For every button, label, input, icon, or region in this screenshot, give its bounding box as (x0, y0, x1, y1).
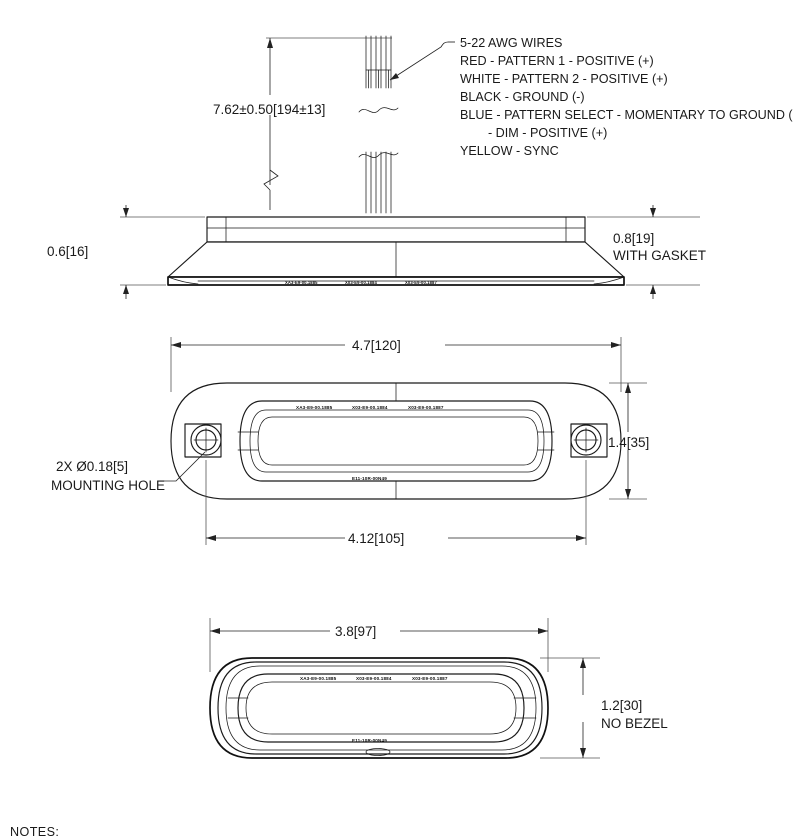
bottom-part-mark-3: X03-E9-00.1887 (412, 676, 448, 681)
lens-length-dimension: 3.8[97] (209, 618, 549, 672)
wire-callout-line-4: BLUE - PATTERN SELECT - MOMENTARY TO GRO… (460, 108, 793, 122)
mounting-hole-right (570, 423, 608, 458)
wire-callout-text-block: 5-22 AWG WIRES RED - PATTERN 1 - POSITIV… (460, 36, 793, 158)
overall-length-dim-label: 4.7[120] (352, 338, 401, 353)
wire-bundle-lower (358, 151, 399, 214)
length-arrowhead-left (171, 342, 181, 348)
gasket-height-dim-note: WITH GASKET (613, 248, 706, 263)
wire-callout-line-3: BLACK - GROUND (-) (460, 90, 585, 104)
leader-diagonal (389, 41, 449, 81)
gasket-height-dim-label: 0.8[19] (613, 231, 654, 246)
overall-length-dimension: 4.7[120] (170, 337, 622, 392)
side-dim-arrowhead-top (123, 208, 129, 217)
mount-callout-line-1: 2X Ø0.18[5] (56, 459, 128, 474)
notes-header: NOTES: (10, 825, 59, 838)
bottom-lens-face (245, 681, 517, 735)
side-part-mark-1: XA3-E9-00.1885 (285, 280, 318, 285)
gasket-arc-left (167, 276, 199, 285)
side-upper-body (206, 216, 586, 243)
overall-width-dimension: 1.4[35] (608, 382, 649, 500)
mounting-hole-callout: 2X Ø0.18[5] MOUNTING HOLE (51, 451, 206, 493)
front-view-part-marks-top: XA3-E9-00.1885 X03-E9-00.1884 X03-E9-00.… (296, 405, 444, 410)
side-part-mark-3: X03-E9-00.1887 (405, 280, 437, 285)
wire-callout-heading: 5-22 AWG WIRES (460, 36, 562, 50)
bottom-oval-detail (365, 748, 391, 756)
side-height-dim-label: 0.6[16] (47, 244, 88, 259)
width-arrowhead-bottom (625, 489, 631, 499)
mount-span-dim-label: 4.12[105] (348, 531, 404, 546)
gasket-dim-arrowhead-top (650, 208, 656, 217)
mounting-hole-left (184, 423, 222, 458)
bottom-part-mark-1: XA3-E9-00.1885 (300, 676, 337, 681)
side-height-dimension-right: 0.8[19] WITH GASKET (587, 205, 706, 299)
gasket-arc-right (593, 276, 625, 285)
lens-width-dimension: 1.2[30] NO BEZEL (540, 657, 668, 759)
bottom-lens-view: 3.8[97] XA3-E9-00.1885 X03-E9-00.1884 X0… (209, 618, 668, 759)
side-part-mark-2: X03-E9-00.1884 (345, 280, 377, 285)
front-part-mark-3: X03-E9-00.1887 (408, 405, 444, 410)
wire-callout-line-6: YELLOW - SYNC (460, 144, 559, 158)
overall-width-dim-label: 1.4[35] (608, 435, 649, 450)
bottom-view-part-marks-top: XA3-E9-00.1885 X03-E9-00.1884 X03-E9-00.… (300, 676, 448, 681)
lens-length-dim-label: 3.8[97] (335, 624, 376, 639)
side-dim-arrowhead-bottom (123, 285, 129, 294)
wire-callout-line-1: RED - PATTERN 1 - POSITIVE (+) (460, 54, 654, 68)
wire-callout-leader (389, 41, 455, 81)
wire-callout-line-5: - DIM - POSITIVE (+) (460, 126, 607, 140)
bottom-part-mark-bottom: E11-10R-00N49 (352, 738, 387, 743)
mount-span-arrowhead-left (206, 535, 216, 541)
gasket-dim-arrowhead-bottom (650, 285, 656, 294)
wire-harness-group: 7.62±0.50[194±13] (213, 35, 793, 214)
lens-width-arrowhead-top (580, 658, 586, 668)
bottom-lens-frame (237, 673, 525, 743)
side-height-dimension-left: 0.6[16] (47, 205, 205, 299)
front-part-mark-bottom: E11-10R-00N49 (352, 476, 387, 481)
front-lens-face (257, 416, 539, 466)
mount-callout-line-2: MOUNTING HOLE (51, 478, 165, 493)
mount-callout-leader-line (160, 451, 206, 482)
bottom-part-mark-2: X03-E9-00.1884 (356, 676, 392, 681)
wire-callout-line-2: WHITE - PATTERN 2 - POSITIVE (+) (460, 72, 668, 86)
side-view-part-marks: XA3-E9-00.1885 X03-E9-00.1884 X03-E9-00.… (285, 280, 437, 285)
lens-width-dim-label: 1.2[30] (601, 698, 642, 713)
front-lens-frame-inner (249, 409, 545, 473)
front-plan-view: 4.7[120] XA3-E9-00.1885 X03-E9-00.1884 X… (51, 337, 649, 546)
lens-width-dim-note: NO BEZEL (601, 716, 668, 731)
wire-dim-arrow-top (267, 38, 273, 48)
front-part-mark-2: X03-E9-00.1884 (352, 405, 388, 410)
lens-length-arrowhead-left (210, 628, 220, 634)
lens-length-arrowhead-right (538, 628, 548, 634)
length-arrowhead-right (611, 342, 621, 348)
width-arrowhead-top (625, 383, 631, 393)
side-elevation-view: XA3-E9-00.1885 X03-E9-00.1884 X03-E9-00.… (47, 205, 706, 299)
wire-length-dimension (263, 38, 279, 210)
wire-break-curve-upper (358, 107, 399, 113)
wire-length-dim-label: 7.62±0.50[194±13] (213, 102, 325, 117)
wire-break-curve-lower (358, 152, 399, 158)
lens-width-arrowhead-bottom (580, 748, 586, 758)
leader-arrowhead (390, 73, 399, 80)
break-symbol (263, 169, 279, 191)
front-part-mark-1: XA3-E9-00.1885 (296, 405, 333, 410)
mount-span-dimension: 4.12[105] (205, 460, 587, 546)
mount-span-arrowhead-right (576, 535, 586, 541)
